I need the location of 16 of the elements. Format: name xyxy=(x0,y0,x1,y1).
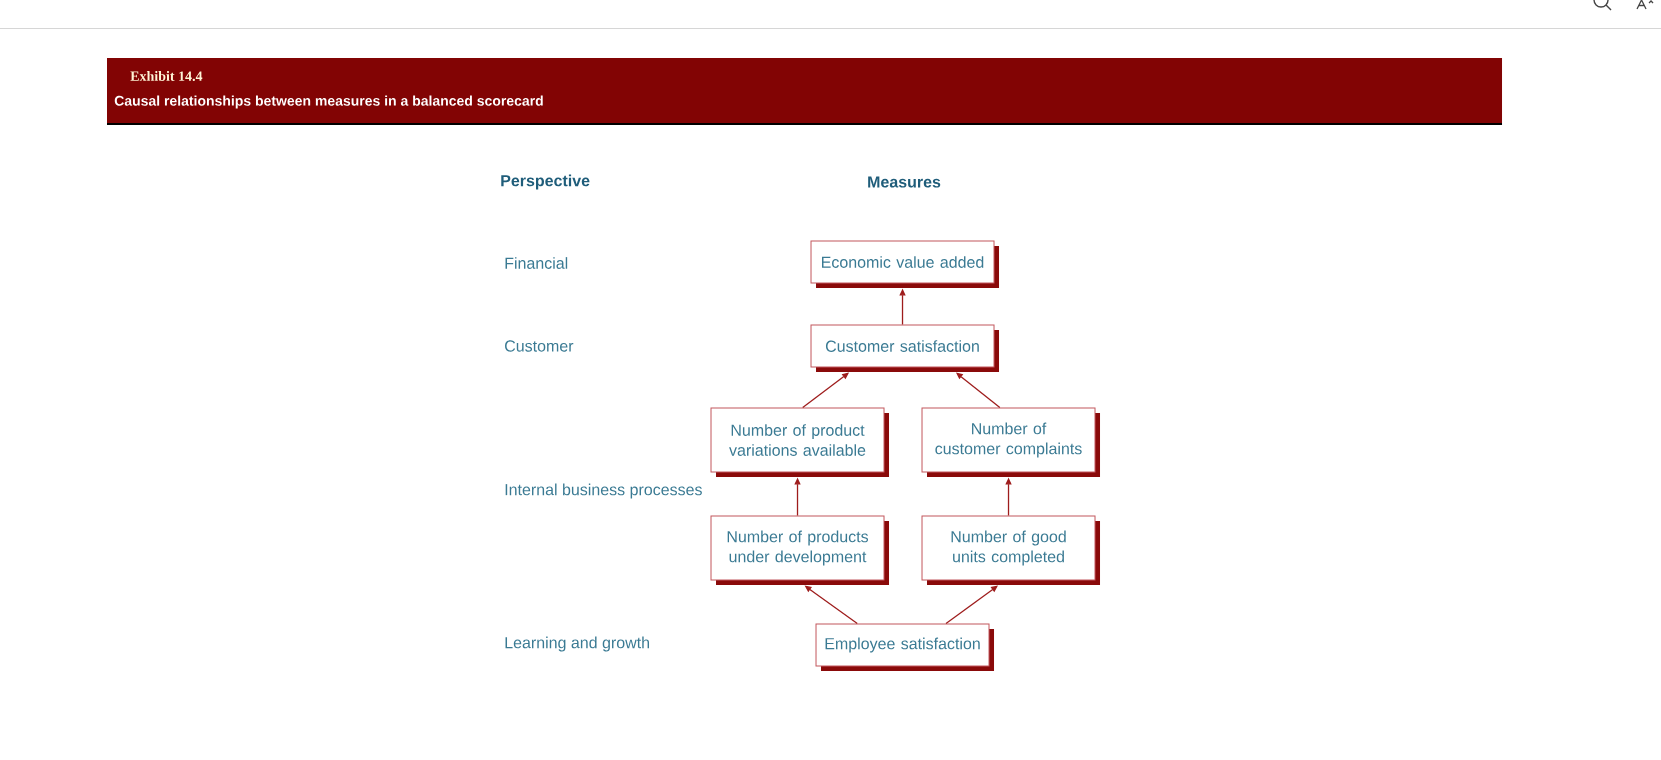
arrow xyxy=(945,585,998,625)
column-heading: Measures xyxy=(868,176,941,188)
row-label: Learning and growth xyxy=(505,636,649,652)
measure-box: Customer satisfaction xyxy=(810,324,999,372)
row-label: Financial xyxy=(505,257,568,269)
exhibit-number: Exhibit 14.4 xyxy=(130,71,203,81)
measure-box: Number of good units completed xyxy=(921,515,1100,585)
row-label: Customer xyxy=(505,340,574,352)
column-heading: Perspective xyxy=(501,174,590,190)
measure-box: Economic value added xyxy=(810,240,999,288)
measure-box: Number of customer complaints xyxy=(921,407,1100,477)
title: Causal relationships between measures in a balanced scorecard xyxy=(114,95,543,109)
measure-box: Number of products under development xyxy=(710,515,889,585)
row-label: Internal business processes xyxy=(505,483,702,499)
measure-box: Employee satisfaction xyxy=(815,623,994,671)
measure-box: Number of product variations available xyxy=(710,407,889,477)
